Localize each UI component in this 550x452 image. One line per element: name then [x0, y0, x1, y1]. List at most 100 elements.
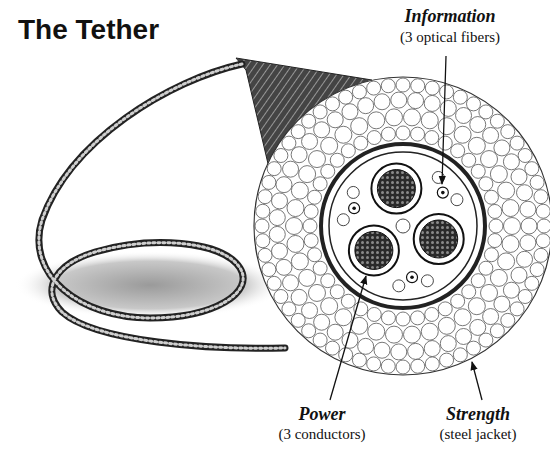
steel-strand — [304, 204, 318, 218]
steel-strand — [490, 114, 504, 128]
steel-strand — [267, 276, 281, 290]
leader-line — [442, 56, 446, 184]
steel-strand — [502, 200, 519, 217]
steel-strand — [308, 190, 322, 204]
steel-strand — [276, 177, 292, 193]
steel-strand — [358, 338, 374, 354]
steel-strand — [483, 309, 499, 325]
steel-strand — [510, 302, 524, 316]
steel-strand — [462, 153, 476, 167]
steel-strand — [321, 164, 335, 178]
steel-strand — [525, 162, 539, 176]
steel-strand — [503, 282, 519, 298]
filler-strand — [421, 275, 433, 287]
steel-strand — [454, 126, 471, 143]
optical-fiber — [407, 272, 418, 283]
steel-strand — [520, 201, 536, 217]
steel-strand — [341, 294, 355, 308]
steel-strand — [358, 98, 374, 114]
steel-strand — [391, 344, 407, 360]
steel-strand — [517, 185, 533, 201]
steel-strand — [440, 336, 456, 352]
steel-strand — [490, 324, 504, 338]
steel-strand — [510, 136, 524, 150]
steel-strand — [291, 147, 307, 163]
steel-strand — [276, 259, 292, 275]
steel-strand — [330, 153, 344, 167]
steel-strand — [501, 125, 515, 139]
power-conductor — [414, 214, 464, 264]
filler-strand — [451, 194, 463, 206]
steel-strand — [484, 190, 498, 204]
steel-strand — [335, 309, 352, 326]
steel-strand — [501, 313, 515, 327]
steel-strand — [408, 343, 424, 359]
steel-strand — [471, 164, 485, 178]
part-label: Strength — [446, 404, 510, 425]
steel-strand — [327, 112, 343, 128]
steel-strand — [489, 219, 503, 233]
steel-strand — [313, 261, 327, 275]
steel-strand — [283, 275, 299, 291]
steel-strand — [425, 357, 439, 371]
steel-strand — [367, 307, 381, 321]
steel-strand — [327, 324, 343, 340]
optical-fiber — [437, 187, 448, 198]
steel-strand — [454, 309, 471, 326]
leader-line — [330, 276, 366, 400]
optical-fiber — [349, 203, 360, 214]
power-conductor — [371, 164, 421, 214]
steel-strand — [424, 341, 440, 357]
steel-strand — [321, 137, 338, 154]
steel-strand — [425, 307, 439, 321]
steel-strand — [286, 218, 303, 235]
steel-strand — [303, 219, 317, 233]
steel-strand — [411, 79, 425, 93]
steel-strand — [438, 317, 455, 334]
steel-strand — [470, 117, 486, 133]
steel-strand — [453, 90, 467, 104]
steel-strand — [537, 219, 550, 233]
steel-strand — [396, 312, 410, 326]
steel-strand — [299, 269, 316, 286]
steel-strand — [517, 251, 533, 267]
steel-strand — [342, 332, 358, 348]
part-label: Power — [299, 404, 346, 425]
conductor-strands — [377, 170, 415, 208]
steel-strand — [291, 289, 307, 305]
steel-strand — [339, 90, 353, 104]
leader-line — [472, 362, 482, 400]
part-note: (3 optical fibers) — [400, 29, 500, 46]
steel-strand — [367, 81, 381, 95]
steel-strand — [302, 324, 316, 338]
steel-strand — [367, 357, 381, 371]
steel-strand — [272, 193, 288, 209]
steel-strand — [314, 314, 330, 330]
steel-strand — [258, 248, 272, 262]
steel-strand — [530, 263, 544, 277]
steel-strand — [536, 204, 550, 218]
steel-strand — [490, 269, 507, 286]
steel-strand — [267, 162, 281, 176]
steel-strand — [534, 190, 548, 204]
steel-strand — [262, 263, 276, 277]
steel-strand — [255, 219, 269, 233]
steel-strand — [479, 177, 493, 191]
steel-strand — [471, 274, 485, 288]
steel-strand — [274, 290, 288, 304]
steel-strand — [335, 126, 352, 143]
steel-strand — [396, 78, 410, 92]
steel-strand — [396, 360, 410, 374]
steel-strand — [282, 136, 296, 150]
steel-strand — [468, 298, 485, 315]
steel-strand — [502, 235, 519, 252]
steel-strand — [411, 127, 425, 141]
steel-strand — [256, 234, 270, 248]
filler-strand — [393, 280, 405, 292]
steel-strand — [530, 175, 544, 189]
steel-strand — [258, 190, 272, 204]
steel-strand — [404, 109, 421, 126]
steel-strand — [421, 112, 438, 129]
steel-strand — [488, 204, 502, 218]
steel-strand — [287, 235, 304, 252]
